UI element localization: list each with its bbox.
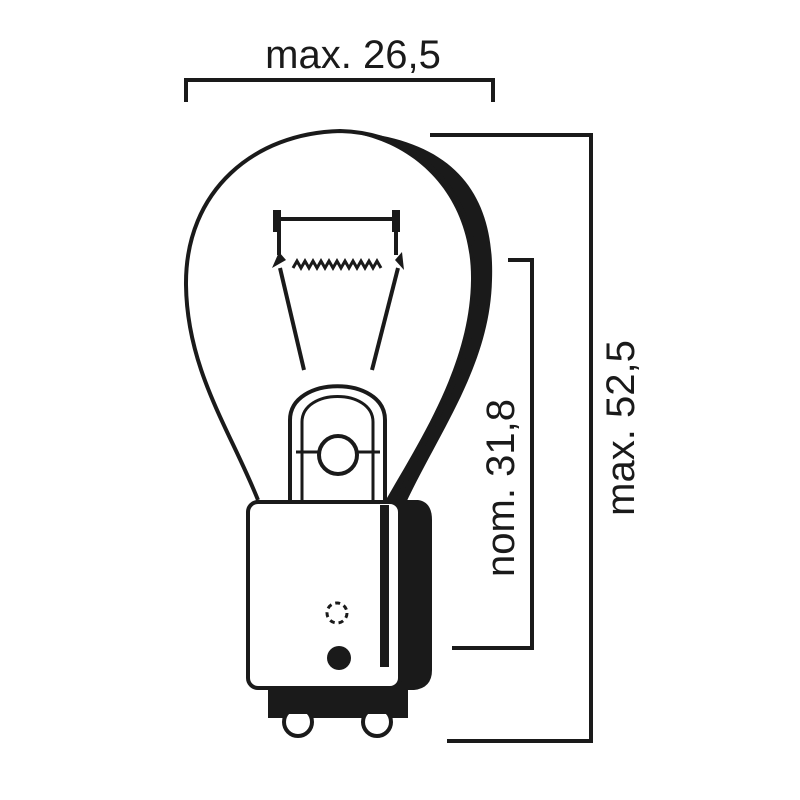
filament-coil <box>291 257 383 272</box>
filament-clamp-right <box>392 210 400 232</box>
support-wire-left <box>278 267 306 371</box>
contact-plate-cover <box>280 700 392 714</box>
glass-bead <box>317 434 359 476</box>
light-center-dimension: nom. 31,8 <box>452 258 534 650</box>
width-dimension-label: max. 26,5 <box>265 33 441 77</box>
glass-outline <box>183 128 480 501</box>
base-slot <box>380 505 389 667</box>
glass-shadow <box>340 131 493 505</box>
support-wire-right <box>370 267 400 371</box>
base-body <box>246 500 402 690</box>
filament-clamp-left <box>273 210 281 232</box>
bayonet-pin-hidden <box>325 601 349 625</box>
bulb-base <box>246 500 432 738</box>
bayonet-pin <box>327 646 351 670</box>
filament-assembly <box>272 210 404 500</box>
light-center-dimension-label: nom. 31,8 <box>479 399 523 577</box>
filament-hook-left <box>272 252 286 268</box>
width-dimension-bracket <box>184 78 495 102</box>
height-dimension-bracket <box>430 133 593 743</box>
filament-hook-right <box>395 252 404 270</box>
base-shadow <box>395 500 432 690</box>
bulb-glass <box>183 128 493 505</box>
light-center-dimension-bracket <box>452 258 534 650</box>
height-dimension-label: max. 52,5 <box>599 340 643 516</box>
width-dimension: max. 26,5 <box>184 33 495 102</box>
glass-stem-inner <box>300 395 375 500</box>
height-dimension: max. 52,5 <box>430 133 643 743</box>
glass-stem-outer <box>288 384 387 500</box>
